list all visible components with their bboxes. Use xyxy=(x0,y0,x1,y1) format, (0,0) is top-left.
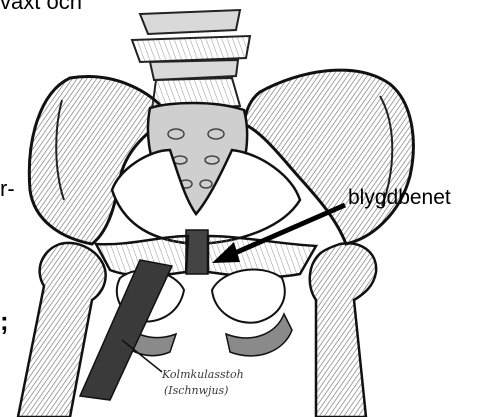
pubic-bone-label: blygdbenet xyxy=(348,186,451,210)
right-femur xyxy=(310,243,376,417)
handwritten-label-line2: (Ischnwjus) xyxy=(164,384,228,397)
handwritten-label-line1: Kolmkulasstoh xyxy=(162,368,244,381)
caption-fragment-top: växt och xyxy=(0,0,82,13)
caption-fragment-middle: r- xyxy=(0,178,15,200)
pubic-symphysis xyxy=(186,230,208,274)
caption-fragment-lower: ; xyxy=(0,308,9,334)
